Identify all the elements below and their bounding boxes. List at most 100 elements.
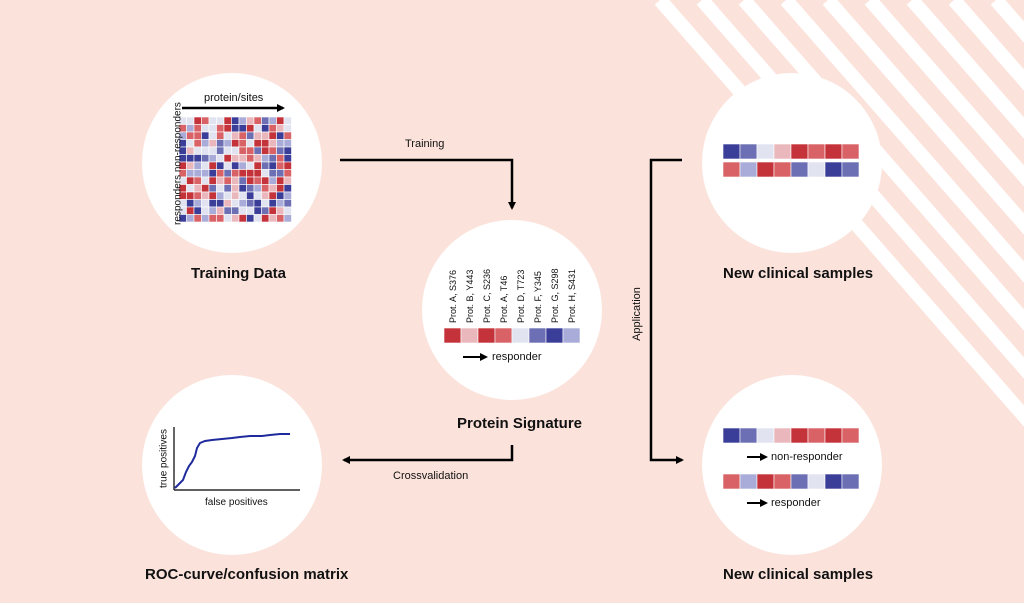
sample-cell <box>756 161 775 178</box>
sample-cell <box>807 161 826 178</box>
heatmap-cell <box>193 139 202 148</box>
heatmap-cell <box>268 161 277 170</box>
heatmap-cell <box>216 191 225 200</box>
heatmap-cell <box>238 184 247 193</box>
heatmap-cell <box>201 206 210 215</box>
heatmap-cell <box>186 139 195 148</box>
heatmap-cell <box>193 124 202 133</box>
heatmap-cell <box>261 191 270 200</box>
heatmap-cell <box>216 184 225 193</box>
heatmap-cell <box>186 206 195 215</box>
heatmap-cell <box>283 169 292 178</box>
heatmap-cell <box>186 169 195 178</box>
heatmap-cell <box>208 184 217 193</box>
heatmap-cell <box>193 169 202 178</box>
heatmap-cell <box>253 214 262 223</box>
heatmap-cell <box>261 206 270 215</box>
heatmap-cell <box>193 131 202 140</box>
heatmap-cell <box>268 139 277 148</box>
heatmap-cell <box>208 124 217 133</box>
heatmap-cell <box>268 124 277 133</box>
heatmap-cell <box>208 199 217 208</box>
heatmap-cell <box>231 184 240 193</box>
heatmap-cell <box>261 139 270 148</box>
heatmap-cell <box>186 184 195 193</box>
heatmap-cell <box>201 161 210 170</box>
heatmap-cell <box>231 131 240 140</box>
heatmap-cell <box>261 131 270 140</box>
heatmap-cell <box>283 176 292 185</box>
heatmap-cell <box>193 176 202 185</box>
heatmap-cell <box>268 154 277 163</box>
heatmap-cell <box>238 206 247 215</box>
heatmap-cell <box>246 154 255 163</box>
heatmap-cell <box>246 191 255 200</box>
sample-cell <box>773 143 792 160</box>
heatmap-cell <box>238 124 247 133</box>
heatmap-cell <box>253 154 262 163</box>
heatmap-cell <box>223 214 232 223</box>
heatmap-cell <box>208 131 217 140</box>
heatmap-cell <box>201 214 210 223</box>
heatmap-cell <box>186 191 195 200</box>
signature-cell <box>477 327 496 344</box>
bottom-responder-label: responder <box>771 497 821 509</box>
heatmap-cell <box>261 146 270 155</box>
heatmap-cell <box>208 214 217 223</box>
heatmap-cell <box>261 214 270 223</box>
heatmap-cell <box>193 214 202 223</box>
heatmap-cell <box>223 191 232 200</box>
heatmap-cell <box>253 169 262 178</box>
sample-cell <box>824 473 843 490</box>
heatmap-cell <box>223 184 232 193</box>
sample-cell <box>841 473 860 490</box>
heatmap-cell <box>231 116 240 125</box>
heatmap-cell <box>193 206 202 215</box>
heatmap-cell <box>268 199 277 208</box>
heatmap-cell <box>276 214 285 223</box>
sample-cell <box>773 427 792 444</box>
heatmap-cell <box>238 161 247 170</box>
non-responder-label: non-responder <box>771 451 843 463</box>
sample-cell <box>841 143 860 160</box>
roc-curve <box>174 433 290 489</box>
sample-cell <box>756 143 775 160</box>
heatmap-cell <box>201 139 210 148</box>
signature-cell <box>494 327 513 344</box>
heatmap-cell <box>253 131 262 140</box>
heatmap-cell <box>276 154 285 163</box>
heatmap-cell <box>246 184 255 193</box>
heatmap-cell <box>201 169 210 178</box>
signature-site-label: Prot. H, S431 <box>566 268 577 323</box>
heatmap-cell <box>261 161 270 170</box>
heatmap-cell <box>223 206 232 215</box>
heatmap-cell <box>253 139 262 148</box>
heatmap-cell <box>276 146 285 155</box>
heatmap-cell <box>276 176 285 185</box>
heatmap-cell <box>238 154 247 163</box>
heatmap-cell <box>268 131 277 140</box>
heatmap-cell <box>246 139 255 148</box>
heatmap-cell <box>261 154 270 163</box>
roc-plot <box>173 427 300 491</box>
heatmap-cell <box>276 191 285 200</box>
stripe <box>780 0 1024 283</box>
heatmap-cell <box>216 154 225 163</box>
heatmap-cell <box>201 154 210 163</box>
signature-site-label: Prot. F, Y345 <box>532 271 543 323</box>
heatmap-cell <box>231 191 240 200</box>
sample-cell <box>739 427 758 444</box>
heatmap-cell <box>208 191 217 200</box>
heatmap-cell <box>231 206 240 215</box>
heatmap-cell <box>231 139 240 148</box>
heatmap-cell <box>276 161 285 170</box>
signature-cell <box>528 327 547 344</box>
heatmap-cell <box>193 191 202 200</box>
heatmap-cell <box>253 146 262 155</box>
heatmap-cell <box>193 161 202 170</box>
heatmap-cell <box>216 161 225 170</box>
heatmap-cell <box>283 206 292 215</box>
heatmap-cell <box>238 199 247 208</box>
heatmap-cell <box>216 146 225 155</box>
